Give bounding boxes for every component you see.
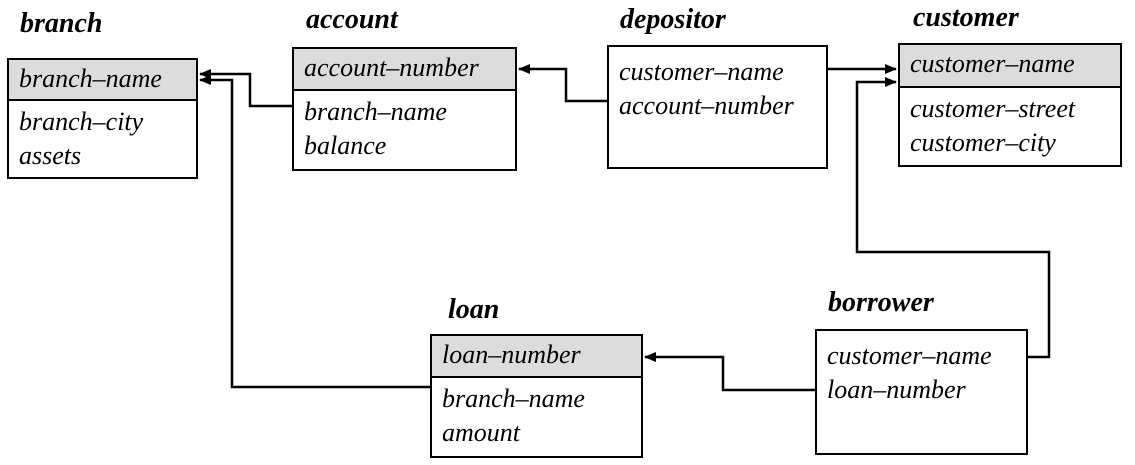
- primary-key-branch-name: branch–name: [9, 60, 196, 101]
- primary-key-customer-name: customer–name: [900, 45, 1120, 88]
- attribute-amount: amount: [442, 418, 520, 447]
- table-account: account–number branch–name balance: [292, 47, 517, 171]
- attribute-list: branch–city assets: [9, 101, 196, 173]
- attribute-customer-name: customer–name: [619, 57, 784, 86]
- arrow-account-to-branch: [199, 69, 292, 108]
- primary-key-account-number: account–number: [294, 49, 515, 91]
- attribute-branch-city: branch–city: [19, 107, 144, 136]
- attribute-branch-name: branch–name: [442, 384, 585, 413]
- attribute-list: branch–name amount: [432, 378, 641, 450]
- table-title-loan: loan: [448, 294, 500, 325]
- table-customer: customer–name customer–street customer–c…: [898, 43, 1122, 167]
- attribute-list: branch–name balance: [294, 91, 515, 163]
- attribute-customer-city: customer–city: [910, 128, 1056, 157]
- primary-key-loan-number: loan–number: [432, 336, 641, 378]
- table-depositor: customer–name account–number: [607, 45, 828, 169]
- table-title-account: account: [306, 4, 398, 35]
- attribute-customer-street: customer–street: [910, 94, 1076, 123]
- table-borrower: customer–name loan–number: [815, 329, 1028, 455]
- attribute-loan-number: loan–number: [827, 375, 966, 404]
- attribute-list: customer–street customer–city: [900, 88, 1120, 160]
- attribute-list: customer–name loan–number: [817, 331, 1026, 407]
- attribute-account-number: account–number: [619, 91, 794, 120]
- table-title-customer: customer: [913, 2, 1019, 33]
- table-title-depositor: depositor: [620, 4, 726, 35]
- attribute-balance: balance: [304, 131, 387, 160]
- arrow-borrower-to-loan: [644, 352, 815, 392]
- table-title-borrower: borrower: [828, 287, 934, 318]
- attribute-customer-name: customer–name: [827, 341, 992, 370]
- arrow-depositor-to-account: [518, 64, 607, 103]
- table-title-branch: branch: [20, 8, 103, 39]
- table-loan: loan–number branch–name amount: [430, 334, 643, 458]
- attribute-assets: assets: [19, 141, 82, 170]
- table-branch: branch–name branch–city assets: [7, 58, 198, 179]
- attribute-list: customer–name account–number: [609, 47, 826, 123]
- attribute-branch-name: branch–name: [304, 97, 447, 126]
